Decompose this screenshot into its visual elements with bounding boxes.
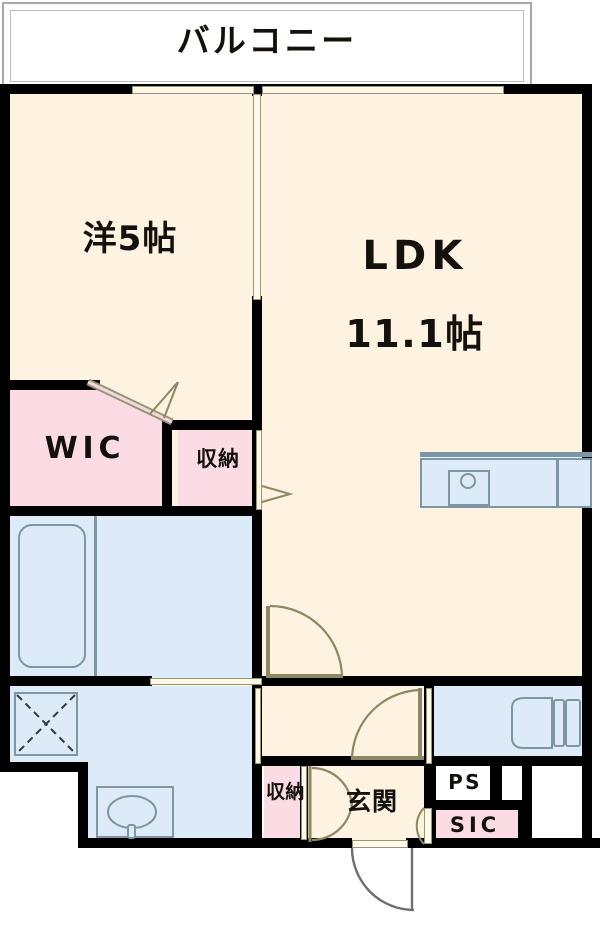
bedroom-closet-fill [178, 430, 260, 510]
wic-label: WIC [44, 431, 126, 466]
wall-left-outer [0, 84, 10, 770]
wall-entrance-bottom [252, 838, 352, 848]
wic-folding-door[interactable] [84, 378, 180, 428]
wall-sic-bottom [424, 840, 534, 848]
bathroom-sliding-door[interactable] [150, 678, 262, 685]
wall-wic-right [162, 420, 172, 516]
wall-washroom-step-top [0, 762, 88, 772]
wall-ps-top-gap [490, 762, 502, 806]
entrance-closet-door[interactable] [301, 766, 307, 840]
ldk-size-label: 11.1帖 [345, 312, 485, 356]
wall-bath-right [252, 506, 262, 686]
bedroom-closet-label: 収納 [196, 447, 240, 471]
wall-bedroom-ldk-stub [252, 84, 262, 96]
wall-entrance-left [252, 756, 262, 848]
wall-right-outer [582, 84, 592, 766]
balcony-label: バルコニー [176, 21, 358, 60]
washing-machine-space-icon [14, 692, 78, 756]
sic-label: SIC [449, 813, 501, 837]
wall-bath-bottom [0, 676, 152, 686]
vanity-sink-icon [107, 795, 157, 839]
ldk-label: LDK [362, 233, 468, 279]
kitchen-counter-icon [420, 458, 592, 508]
washroom-hall-door[interactable] [255, 688, 261, 764]
wall-toilet-bottom [424, 756, 592, 766]
front-door-panel[interactable] [352, 840, 408, 848]
entrance-closet-label: 収納 [266, 781, 305, 803]
bath-partition-line [94, 516, 97, 676]
kitchen-counter-edge [420, 452, 592, 457]
bedroom-ldk-sliding-door[interactable] [253, 94, 261, 300]
kitchen-counter-divider [556, 458, 559, 508]
washing-machine-cross-icon [16, 694, 76, 754]
pipe-shaft-label: PS [448, 770, 482, 794]
wall-ldk-bottom-left [252, 676, 292, 686]
wall-washroom-bottom [78, 838, 268, 848]
entrance-closet-fill [264, 766, 306, 842]
wall-washroom-left-step [78, 762, 88, 846]
hallway-fill [262, 686, 430, 762]
wall-sic-right [518, 806, 532, 848]
bedroom-closet-door[interactable] [256, 430, 262, 510]
wall-ldk-bottom [262, 676, 592, 686]
entrance-label: 玄関 [345, 787, 398, 816]
ldk-balcony-window[interactable] [262, 86, 504, 94]
bedroom-balcony-window[interactable] [132, 86, 254, 94]
balcony-inner-railing [10, 10, 524, 82]
wall-outer-right-lower [522, 762, 532, 810]
wall-entrance-top [252, 756, 434, 766]
toilet-icon [511, 697, 581, 749]
exterior-lower-strip [0, 854, 600, 927]
kitchen-faucet-icon [460, 473, 476, 489]
wall-right-bottom-outer [582, 756, 592, 848]
bathtub-icon [18, 524, 86, 668]
wall-bath-top [0, 506, 262, 516]
wall-ps-bottom [424, 800, 532, 810]
toilet-door[interactable] [426, 688, 432, 764]
wall-bedroom-ldk-lower [252, 296, 262, 416]
wall-closet-top [162, 420, 262, 430]
bedroom-label: 洋5帖 [82, 219, 178, 259]
pipe-shaft-fill [436, 766, 494, 802]
wall-wic-top [0, 380, 100, 390]
